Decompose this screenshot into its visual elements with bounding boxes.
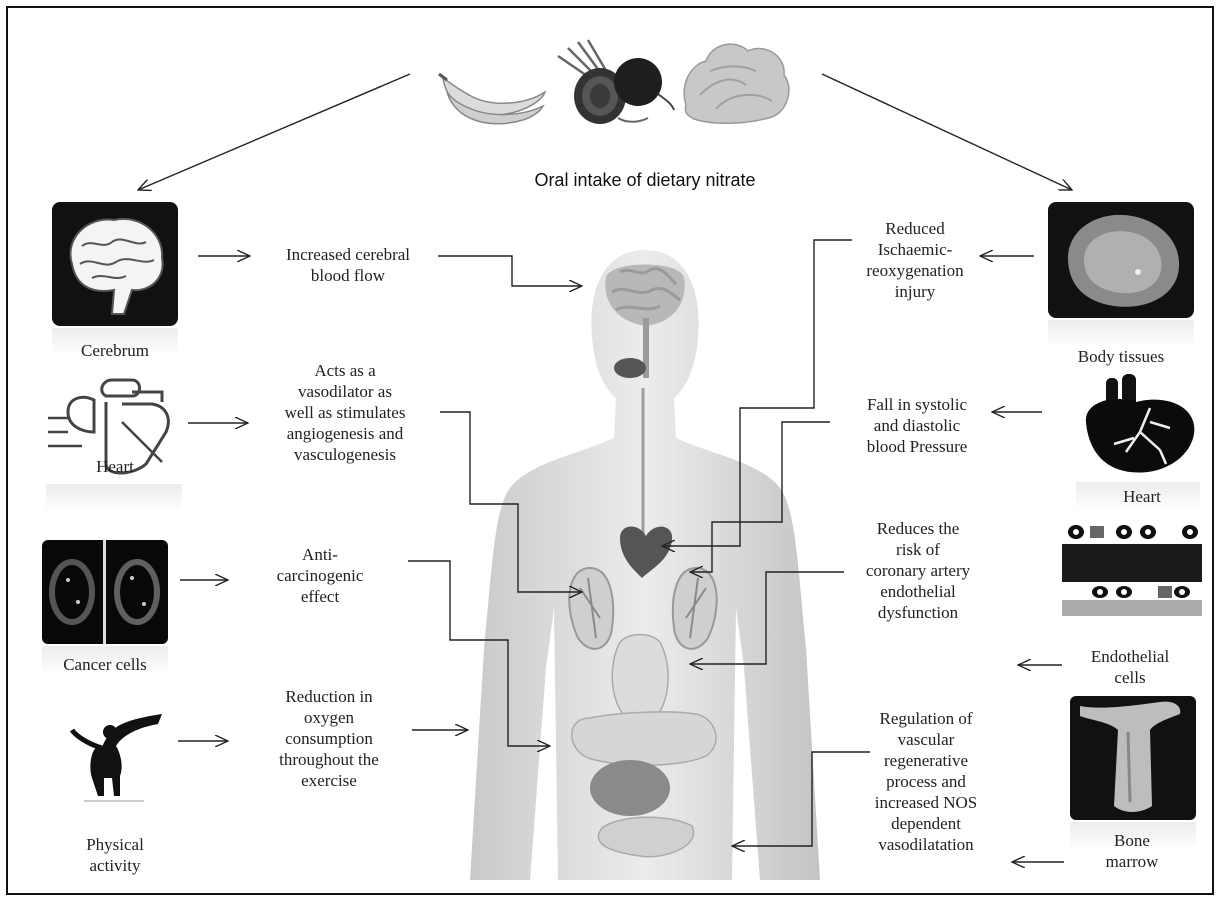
lettuce-icon <box>676 35 796 127</box>
body-tissue-icon <box>1048 202 1194 318</box>
banana-icon <box>437 50 549 125</box>
human-body-icon <box>470 248 820 880</box>
cerebrum-label: Cerebrum <box>40 340 190 361</box>
heart-left-label: Heart <box>40 456 190 477</box>
bone-marrow-icon <box>1070 696 1196 820</box>
body-tissues-label: Body tissues <box>1046 346 1196 367</box>
cancer-cells-label: Cancer cells <box>30 654 180 675</box>
heart-icon <box>1070 372 1206 480</box>
diagram-title: Oral intake of dietary nitrate <box>480 170 810 191</box>
beetroot-icon <box>548 38 676 128</box>
heart-right-label: Heart <box>1082 486 1202 507</box>
cancer-cells-icon <box>42 540 168 644</box>
cerebrum-icon <box>52 202 178 326</box>
endothelial-cells-icon <box>1062 520 1202 616</box>
physical-activity-icon <box>62 700 172 804</box>
